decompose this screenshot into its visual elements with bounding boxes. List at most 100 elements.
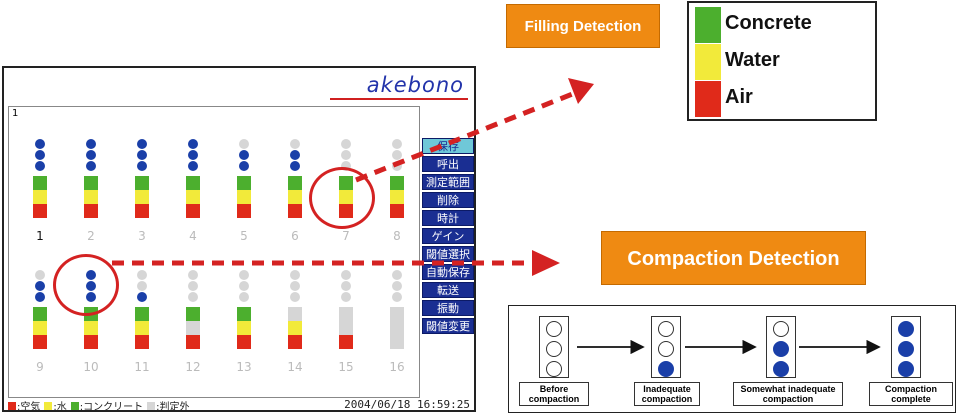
compaction-detection-label: Compaction Detection [601,231,866,285]
highlight-circle-sensor-10 [53,254,119,316]
sensor-number: 6 [291,229,299,243]
level-bar-grey [390,335,404,349]
sensor-15 [339,270,353,349]
compaction-dot [392,161,402,171]
sensor-number: 13 [236,360,252,374]
level-bar-yellow [390,190,404,204]
level-bar-yellow [237,321,251,335]
menu-button-10[interactable]: 振動 [422,300,474,316]
timestamp: 2004/06/18 16:59:25 [344,398,470,411]
level-bar-green [33,176,47,190]
compaction-dot [290,292,300,302]
compaction-dot [35,150,45,160]
compaction-dot [137,270,147,280]
level-bar-red [237,204,251,218]
level-bar-grey [390,307,404,321]
legend-label: :判定外 [156,401,190,413]
legend-label: :空気 [17,401,41,413]
compaction-dot [35,270,45,280]
compaction-dot [290,270,300,280]
compaction-dot [86,139,96,149]
sensor-13 [237,270,251,349]
sensor-2 [84,139,98,218]
compaction-arrow-head [532,250,560,276]
status-legend: :空気:水:コンクリート:判定外 2004/06/18 16:59:25 [8,398,474,413]
level-bar-grey [288,307,302,321]
sensor-number: 12 [185,360,201,374]
menu-button-1[interactable]: 保存 [422,138,474,154]
compaction-dot [239,281,249,291]
channel-tag: 1 [12,108,19,119]
sensor-number: 4 [189,229,197,243]
level-bar-green [33,307,47,321]
level-bar-yellow [186,190,200,204]
sensor-1 [33,139,47,218]
menu-button-5[interactable]: 時計 [422,210,474,226]
sensor-number: 11 [134,360,150,374]
sensor-number: 2 [87,229,95,243]
level-bar-red [84,335,98,349]
menu-button-6[interactable]: ゲイン [422,228,474,244]
level-bar-green [288,176,302,190]
stage-dot [546,341,562,357]
compaction-dot [188,292,198,302]
compaction-dot [86,161,96,171]
compaction-dot [188,161,198,171]
sensor-9 [33,270,47,349]
level-bar-grey [339,307,353,321]
compaction-dot [392,281,402,291]
stage-dot [546,361,562,377]
stage-dot [773,361,789,377]
compaction-dot [341,292,351,302]
stage-dot [658,321,674,337]
side-menu: 保存呼出測定範囲削除時計ゲイン閾値選択自動保存転送振動閾値変更 [422,138,474,336]
compaction-dot [137,161,147,171]
brand-logo: akebono [366,73,464,97]
menu-button-7[interactable]: 閾値選択 [422,246,474,262]
stage-indicator [891,316,921,378]
menu-button-8[interactable]: 自動保存 [422,264,474,280]
compaction-dot [137,139,147,149]
level-bar-red [33,335,47,349]
level-bar-yellow [33,190,47,204]
sensor-number: 8 [393,229,401,243]
legend-swatch [70,401,79,410]
filling-arrow-head [568,78,594,104]
level-bar-red [135,335,149,349]
menu-button-3[interactable]: 測定範囲 [422,174,474,190]
level-bar-yellow [84,190,98,204]
compaction-dot [341,270,351,280]
menu-button-4[interactable]: 削除 [422,192,474,208]
material-label: Air [725,86,753,108]
level-bar-red [33,204,47,218]
compaction-dot [35,139,45,149]
compaction-dot [239,139,249,149]
stage-dot [898,341,914,357]
legend-label: :水 [53,401,67,413]
compaction-dot [35,161,45,171]
sensor-3 [135,139,149,218]
legend-items: :空気:水:コンクリート:判定外 [8,398,194,413]
material-label: Water [725,49,780,71]
material-swatch [695,44,721,80]
menu-button-11[interactable]: 閾値変更 [422,318,474,334]
stage-dot [898,321,914,337]
legend-swatch [44,401,53,410]
stage-indicator [766,316,796,378]
logo-underline [330,98,468,100]
highlight-circle-sensor-7 [309,167,375,229]
menu-button-2[interactable]: 呼出 [422,156,474,172]
compaction-dot [239,292,249,302]
legend-swatch [8,401,16,410]
level-bar-green [186,307,200,321]
level-bar-yellow [135,321,149,335]
compaction-dot [35,292,45,302]
stage-arrows [577,339,881,355]
level-bar-red [84,204,98,218]
compaction-dot [290,161,300,171]
menu-button-9[interactable]: 転送 [422,282,474,298]
